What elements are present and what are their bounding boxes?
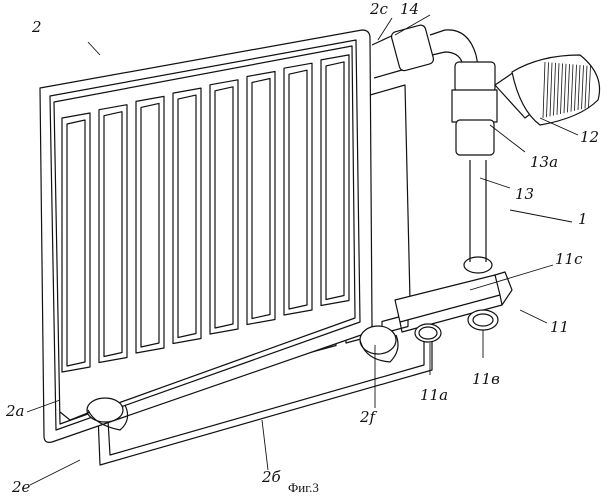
rib — [173, 88, 201, 343]
label-11: 11 — [550, 320, 569, 335]
label-2a: 2a — [6, 404, 25, 419]
rib — [284, 63, 312, 315]
label-1: 1 — [578, 212, 588, 227]
label-2: 2 — [32, 20, 42, 35]
label-11b: 11в — [472, 372, 500, 387]
label-2f: 2f — [360, 410, 375, 425]
pipe-13 — [470, 160, 486, 262]
rib — [62, 113, 90, 372]
rib — [247, 72, 275, 325]
valve-13a — [452, 62, 497, 155]
label-2c: 2c — [370, 2, 388, 17]
label-12: 12 — [580, 130, 599, 145]
rib — [210, 80, 238, 334]
label-11c: 11c — [555, 252, 583, 267]
label-13a: 13a — [530, 155, 558, 170]
thermostat-head-12 — [495, 55, 600, 125]
rib — [99, 105, 127, 363]
rib — [136, 96, 164, 353]
manifold-11 — [395, 257, 512, 342]
label-2e: 2e — [12, 480, 30, 495]
rib — [321, 55, 349, 306]
figure-caption: Фиг.3 — [288, 480, 319, 496]
label-13: 13 — [515, 187, 534, 202]
label-14: 14 — [400, 2, 419, 17]
label-2b: 2б — [262, 470, 281, 485]
label-11a: 11a — [420, 388, 448, 403]
